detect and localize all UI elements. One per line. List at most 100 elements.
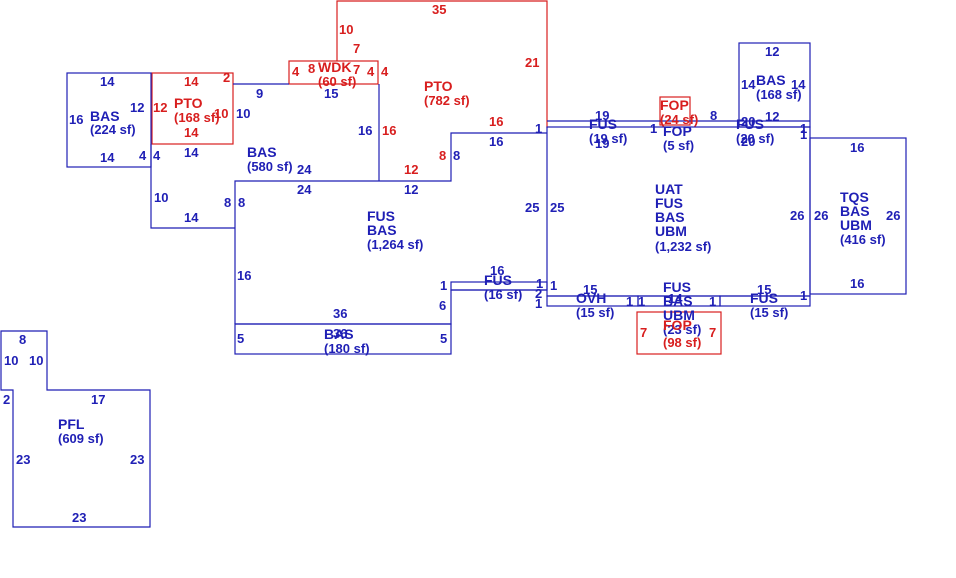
area-size-pfl-609: (609 sf) [58, 431, 104, 446]
dimension-label: 12 [404, 162, 418, 177]
area-size-bas-224: (224 sf) [90, 122, 136, 137]
area-size-bas-180: (180 sf) [324, 341, 370, 356]
dimension-label: 25 [525, 200, 539, 215]
dimension-label: 8 [439, 148, 446, 163]
fus-15-outline [719, 295, 811, 307]
dimension-label: 4 [153, 148, 161, 163]
dimension-label: 10 [4, 353, 18, 368]
area-size-fus-bas-ubm-23: (23 sf) [663, 322, 701, 337]
dimension-label: 12 [765, 44, 779, 59]
dimension-label: 24 [297, 182, 312, 197]
dimension-label: 20 [741, 114, 755, 129]
bas-224-outline [66, 72, 152, 168]
dimension-label: 9 [256, 86, 263, 101]
dimension-label: 16 [69, 112, 83, 127]
dimension-label: 10 [214, 106, 228, 121]
area-labels: BAS (224 sf) PTO (168 sf) WDK (60 sf) PT… [58, 59, 886, 446]
area-size-tqs-416: (416 sf) [840, 232, 886, 247]
dimension-label: 16 [237, 268, 251, 283]
area-size-fop-5: (5 sf) [663, 138, 694, 153]
dimension-label: 8 [308, 61, 315, 76]
dimension-label: 23 [130, 452, 144, 467]
dimension-label: 14 [100, 150, 115, 165]
dimension-label: 2 [3, 392, 10, 407]
dimension-label: 8 [710, 108, 717, 123]
area-size-fop-98: (98 sf) [663, 335, 701, 350]
dimension-label: 15 [757, 282, 771, 297]
area-size-pto-782: (782 sf) [424, 93, 470, 108]
dimension-label: 26 [814, 208, 828, 223]
dimension-label: 14 [184, 74, 199, 89]
dimension-label: 1 [709, 294, 716, 309]
dimension-label: 7 [353, 41, 360, 56]
outlines [0, 0, 907, 528]
area-code-fus-20: FUS [736, 116, 764, 132]
pfl-609-outline [0, 330, 151, 528]
area-code-bas-580: BAS [247, 144, 277, 160]
pto-168-outline [151, 72, 234, 145]
dimension-label: 16 [850, 276, 864, 291]
dimension-label: 14 [184, 125, 199, 140]
area-size-fus-bas-1264: (1,264 sf) [367, 237, 423, 252]
dimension-label: 12 [130, 100, 144, 115]
dimension-label: 10 [154, 190, 168, 205]
dimension-label: 16 [850, 140, 864, 155]
dimension-labels: 14 16 12 14 4 14 2 12 10 14 10 9 4 14 10… [3, 2, 900, 525]
area-size-ovh-15: (15 sf) [576, 305, 614, 320]
dimension-label: 23 [72, 510, 86, 525]
dimension-label: 35 [432, 2, 446, 17]
area-code-fop-5: FOP [663, 123, 692, 139]
area-code-fop-24: FOP [660, 97, 689, 113]
area-size-pto-168: (168 sf) [174, 110, 220, 125]
dimension-label: 7 [353, 62, 360, 77]
dimension-label: 7 [640, 325, 647, 340]
dimension-label: 20 [741, 134, 755, 149]
dimension-label: 16 [489, 114, 503, 129]
dimension-label: 6 [439, 298, 446, 313]
dimension-label: 1 [800, 121, 807, 136]
dimension-label: 14 [184, 210, 199, 225]
dimension-label: 2 [223, 70, 230, 85]
dimension-label: 36 [333, 306, 347, 321]
bas-168-outline [738, 42, 811, 128]
pto-782-outline [336, 0, 548, 128]
dimension-label: 16 [489, 134, 503, 149]
dimension-label: 4 [381, 64, 389, 79]
tqs-416-outline [809, 137, 907, 295]
area-code-wdk-60: WDK [318, 59, 351, 75]
area-size-bas-168: (168 sf) [756, 87, 802, 102]
dimension-label: 14 [791, 77, 806, 92]
dimension-label: 1 [536, 276, 543, 291]
dimension-label: 21 [525, 55, 539, 70]
dimension-label: 10 [29, 353, 43, 368]
dimension-label: 1 [535, 121, 542, 136]
area-size-uat-1232: (1,232 sf) [655, 239, 711, 254]
dimension-label: 16 [490, 263, 504, 278]
dimension-label: 4 [139, 148, 147, 163]
dimension-label: 14 [100, 74, 115, 89]
area-code-pto-782: PTO [424, 78, 453, 94]
bas-180-outline [234, 323, 452, 355]
dimension-label: 26 [886, 208, 900, 223]
area-size-bas-580: (580 sf) [247, 159, 293, 174]
dimension-label: 17 [91, 392, 105, 407]
fop-24-outline [659, 96, 691, 126]
main-outline-top [234, 132, 547, 324]
dimension-label: 1 [440, 278, 447, 293]
area-size-fus-20: (20 sf) [736, 131, 774, 146]
dimension-label: 1 [800, 288, 807, 303]
dimension-label: 1 [550, 278, 557, 293]
dimension-label: 15 [324, 86, 338, 101]
area-size-wdk-60: (60 sf) [318, 74, 356, 89]
dimension-label: 1 [535, 296, 542, 311]
area-code-bas-168: BAS [756, 72, 786, 88]
area-code-bas-224: BAS [90, 108, 120, 124]
dimension-label: 24 [297, 162, 312, 177]
bas-580-outline-left [150, 144, 235, 229]
area-code-fus-19: FUS [589, 116, 617, 132]
